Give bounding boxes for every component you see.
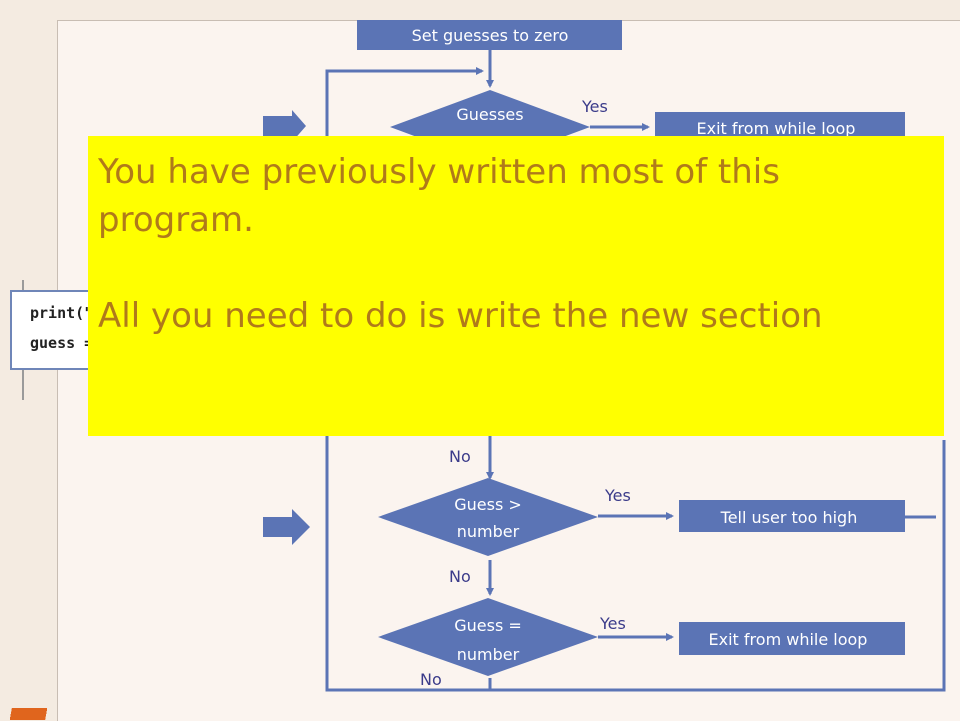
code-line-1: print(" <box>30 304 90 322</box>
no-label-gt: No <box>449 567 471 586</box>
set-guesses-label: Set guesses to zero <box>412 26 569 45</box>
yes-label-top: Yes <box>581 97 608 116</box>
guess-gt-label-line1: Guess > <box>454 495 522 514</box>
callout-line-2: All you need to do is write the new sect… <box>98 296 823 336</box>
callout-line-1: You have previously written most of this… <box>98 152 780 240</box>
instruction-callout: You have previously written most of this… <box>88 136 944 436</box>
orange-accent-stripe <box>0 708 57 720</box>
section-arrow-bottom-icon <box>263 509 310 545</box>
guess-gt-label-line2: number <box>457 522 520 541</box>
set-guesses-box <box>357 20 622 50</box>
exit-loop-bottom-box <box>679 622 905 655</box>
yes-label-eq: Yes <box>599 614 626 633</box>
guess-eq-label-line2: number <box>457 645 520 664</box>
no-label-mid: No <box>449 447 471 466</box>
guess-gt-decision-diamond <box>378 478 598 556</box>
yes-label-gt: Yes <box>604 486 631 505</box>
tell-too-high-label: Tell user too high <box>720 508 858 527</box>
guesses-decision-label: Guesses <box>456 105 523 124</box>
exit-loop-top-label: Exit from while loop <box>697 119 856 138</box>
no-label-eq: No <box>420 670 442 689</box>
exit-loop-bottom-label: Exit from while loop <box>709 630 868 649</box>
guess-eq-label-line1: Guess = <box>454 616 522 635</box>
code-snippet-image: print(" guess = <box>10 290 90 370</box>
tell-too-high-box <box>679 500 905 532</box>
code-line-2: guess = <box>30 334 90 352</box>
section-arrow-top-icon <box>263 110 306 142</box>
guess-eq-decision-diamond <box>378 598 598 676</box>
loop-back-connector <box>325 50 946 692</box>
